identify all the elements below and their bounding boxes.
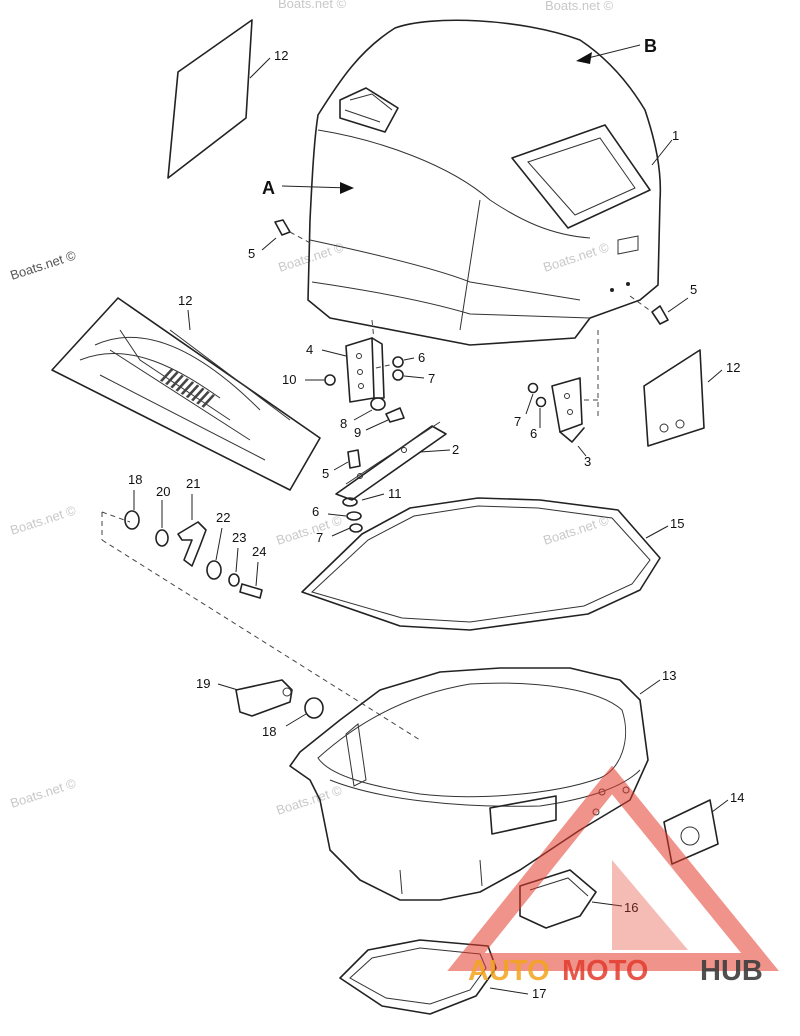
watermark-text: Boats.net © bbox=[8, 502, 78, 537]
callout-18: 18 bbox=[262, 724, 276, 739]
watermark-text: Boats.net © bbox=[278, 0, 347, 11]
watermark-layer: Boats.net © Boats.net © Boats.net © Boat… bbox=[8, 0, 613, 818]
watermark-text: Boats.net © bbox=[545, 0, 614, 13]
callout-3: 3 bbox=[584, 454, 591, 469]
cover-seal-15: 15 bbox=[301, 497, 684, 631]
callout-2: 2 bbox=[452, 442, 459, 457]
callout-9: 9 bbox=[354, 425, 361, 440]
svg-text://///////: ///////// bbox=[157, 363, 217, 413]
callout-1: 1 bbox=[672, 128, 679, 143]
callout-6: 6 bbox=[530, 426, 537, 441]
screw-5-center: 5 bbox=[322, 449, 361, 481]
callout-10: 10 bbox=[282, 372, 296, 387]
watermark-text: Boats.net © bbox=[274, 782, 344, 817]
callout-22: 22 bbox=[216, 510, 230, 525]
lever-19: 19 bbox=[196, 676, 293, 717]
latch-hardware: 18 20 21 22 23 24 bbox=[101, 472, 421, 741]
callout-21: 21 bbox=[186, 476, 200, 491]
callout-4: 4 bbox=[306, 342, 313, 357]
callout-12: 12 bbox=[274, 48, 288, 63]
callout-13: 13 bbox=[662, 668, 676, 683]
watermark-text: Boats.net © bbox=[274, 512, 344, 547]
automotohub-logo: AUTO MOTO HUB bbox=[447, 765, 779, 987]
bracket-3: 7 6 3 bbox=[514, 330, 599, 469]
top-cowl-part-1: 1 bbox=[307, 19, 679, 346]
spacer-8-screw-9: 8 9 bbox=[340, 397, 405, 440]
view-label-b: B bbox=[644, 36, 657, 56]
callout-8: 8 bbox=[340, 416, 347, 431]
view-arrow-a: A bbox=[262, 178, 354, 198]
callout-24: 24 bbox=[252, 544, 266, 559]
logo-text-moto: MOTO bbox=[562, 955, 648, 987]
washer-6-and-nut-7: 6 7 bbox=[375, 350, 435, 386]
watermark-text: Boats.net © bbox=[541, 512, 611, 547]
callout-23: 23 bbox=[232, 530, 246, 545]
watermark-text: Boats.net © bbox=[8, 775, 78, 810]
callout-5: 5 bbox=[322, 466, 329, 481]
callout-7: 7 bbox=[316, 530, 323, 545]
watermark-text: Boats.net © bbox=[276, 239, 346, 274]
callout-5: 5 bbox=[690, 282, 697, 297]
callout-17: 17 bbox=[532, 986, 546, 1001]
view-arrow-b: B bbox=[576, 36, 657, 64]
plate-14: 14 bbox=[663, 790, 744, 865]
bushing-18: 18 bbox=[262, 697, 324, 739]
callout-20: 20 bbox=[156, 484, 170, 499]
logo-text-auto: AUTO bbox=[468, 955, 550, 987]
decal-12-top: 12 bbox=[167, 19, 288, 179]
callout-5: 5 bbox=[248, 246, 255, 261]
logo-text-hub: HUB bbox=[700, 955, 763, 987]
callout-6: 6 bbox=[312, 504, 319, 519]
bracket-4: 4 bbox=[306, 319, 385, 403]
callout-7: 7 bbox=[428, 371, 435, 386]
nut-10: 10 bbox=[282, 372, 336, 387]
callout-11: 11 bbox=[388, 486, 402, 501]
callout-7: 7 bbox=[514, 414, 521, 429]
watermark-text: Boats.net © bbox=[541, 239, 611, 274]
callout-6: 6 bbox=[418, 350, 425, 365]
callout-19: 19 bbox=[196, 676, 210, 691]
screw-5-left: 5 bbox=[248, 219, 313, 261]
callout-14: 14 bbox=[730, 790, 744, 805]
watermark-text: Boats.net © bbox=[8, 247, 78, 282]
decal-12-right: 12 bbox=[643, 349, 740, 447]
grommet-16: 16 bbox=[519, 869, 638, 929]
callout-16: 16 bbox=[624, 900, 638, 915]
callout-18: 18 bbox=[128, 472, 142, 487]
callout-15: 15 bbox=[670, 516, 684, 531]
callout-12: 12 bbox=[178, 293, 192, 308]
callout-12: 12 bbox=[726, 360, 740, 375]
view-label-a: A bbox=[262, 178, 275, 198]
washer-stack-11-6-7: 11 6 7 bbox=[312, 486, 402, 545]
decal-12-side: ///////// 12 bbox=[51, 293, 321, 491]
screw-5-right: 5 bbox=[629, 282, 697, 325]
